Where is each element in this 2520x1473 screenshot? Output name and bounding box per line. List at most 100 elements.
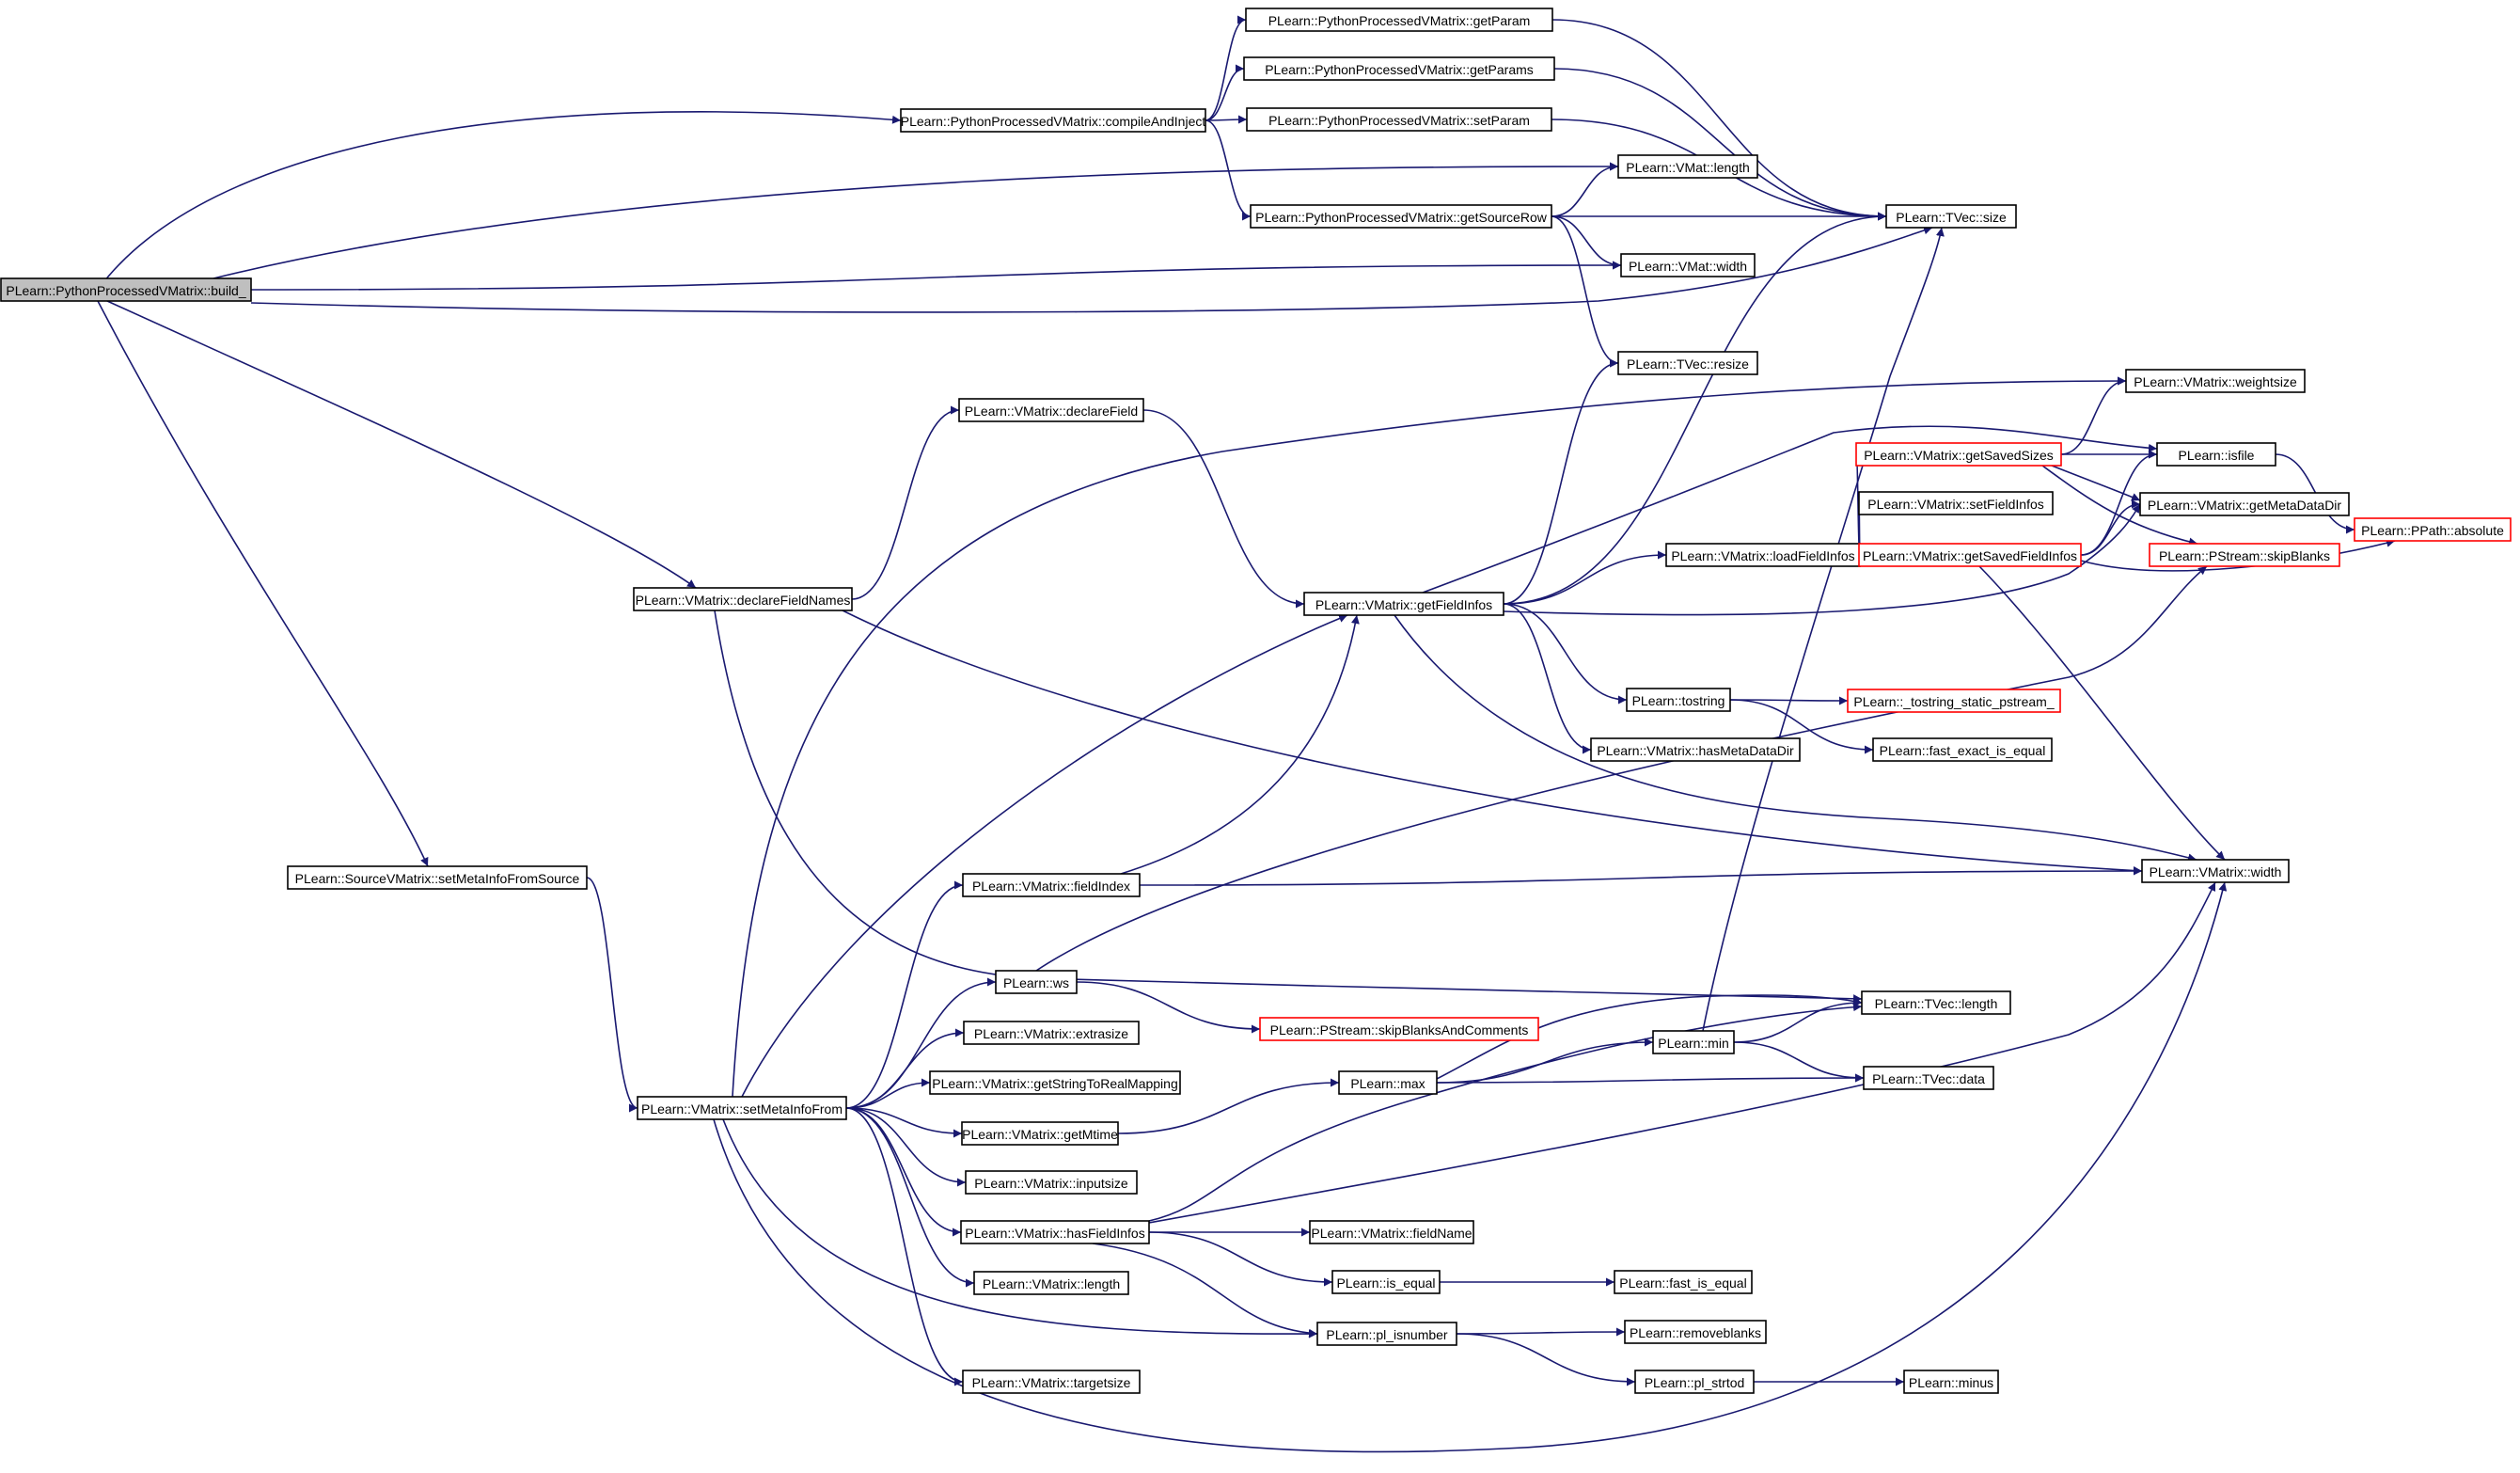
node-setParam[interactable]: PLearn::PythonProcessedVMatrix::setParam	[1246, 107, 1552, 132]
node-inputsize[interactable]: PLearn::VMatrix::inputsize	[965, 1170, 1138, 1195]
node-skipBlanks[interactable]: PLearn::PStream::skipBlanks	[2149, 543, 2340, 567]
node-absolute[interactable]: PLearn::PPath::absolute	[2354, 517, 2512, 542]
edge-getFieldInfos-to-getMetaDataDir	[1503, 503, 2141, 616]
node-tostring[interactable]: PLearn::tostring	[1626, 688, 1731, 712]
node-box	[0, 277, 252, 302]
node-getSavedFieldInfos[interactable]: PLearn::VMatrix::getSavedFieldInfos	[1858, 543, 2082, 567]
node-fastExact[interactable]: PLearn::fast_exact_is_equal	[1872, 737, 2053, 762]
node-label: PLearn::TVec::data	[1872, 1071, 1985, 1086]
node-removeblanks[interactable]: PLearn::removeblanks	[1624, 1320, 1767, 1344]
node-tostringStatic[interactable]: PLearn::_tostring_static_pstream_	[1847, 689, 2061, 713]
node-tvecResize[interactable]: PLearn::TVec::resize	[1617, 351, 1758, 375]
node-hasMetaDataDir[interactable]: PLearn::VMatrix::hasMetaDataDir	[1590, 737, 1801, 762]
node-label: PLearn::PythonProcessedVMatrix::getParam	[1268, 13, 1531, 28]
node-label: PLearn::min	[1658, 1036, 1728, 1051]
node-declareField[interactable]: PLearn::VMatrix::declareField	[958, 398, 1144, 422]
node-skipBlanksComments[interactable]: PLearn::PStream::skipBlanksAndComments	[1259, 1017, 1539, 1041]
node-vmatLength[interactable]: PLearn::VMat::length	[1617, 154, 1758, 179]
edge-getSourceRow-to-tvecResize	[1551, 215, 1619, 368]
node-getFieldInfos[interactable]: PLearn::VMatrix::getFieldInfos	[1303, 592, 1504, 616]
node-minus[interactable]: PLearn::minus	[1903, 1370, 1999, 1394]
edge-fieldIndex-to-getFieldInfos	[1120, 614, 1360, 875]
node-tvecSize[interactable]: PLearn::TVec::size	[1885, 204, 2017, 229]
node-box	[1863, 1066, 1994, 1090]
node-box	[2139, 492, 2350, 516]
node-declareFieldNames[interactable]: PLearn::VMatrix::declareFieldNames	[633, 587, 853, 611]
node-setFieldInfos[interactable]: PLearn::VMatrix::setFieldInfos	[1858, 491, 2054, 515]
node-tvecLength[interactable]: PLearn::TVec::length	[1861, 990, 2011, 1015]
node-getMtime[interactable]: PLearn::VMatrix::getMtime	[961, 1121, 1119, 1146]
node-box	[2125, 369, 2306, 393]
node-label: PLearn::VMatrix::getSavedSizes	[1864, 448, 2054, 463]
node-label: PLearn::pl_strtod	[1645, 1375, 1745, 1390]
node-label: PLearn::removeblanks	[1630, 1325, 1761, 1340]
node-box	[900, 108, 1206, 133]
edge-getSavedFieldInfos-to-vmatrixWidth	[1978, 565, 2226, 861]
edge-getFieldInfos-to-tostring	[1503, 603, 1628, 705]
node-isfile[interactable]: PLearn::isfile	[2156, 442, 2276, 467]
node-label: PLearn::VMatrix::hasFieldInfos	[965, 1226, 1144, 1241]
node-box	[929, 1070, 1181, 1095]
node-fieldIndex[interactable]: PLearn::VMatrix::fieldIndex	[962, 873, 1141, 897]
node-getMetaDataDir[interactable]: PLearn::VMatrix::getMetaDataDir	[2139, 492, 2350, 516]
node-fastIsEqual[interactable]: PLearn::fast_is_equal	[1614, 1270, 1753, 1294]
node-label: PLearn::VMatrix::length	[983, 1276, 1120, 1291]
node-label: PLearn::_tostring_static_pstream_	[1853, 694, 2054, 709]
edge-getSavedSizes-to-skipBlanks	[2041, 465, 2198, 546]
node-label: PLearn::VMatrix::fieldIndex	[972, 879, 1130, 894]
node-isEqual[interactable]: PLearn::is_equal	[1331, 1270, 1441, 1294]
node-label: PLearn::PythonProcessedVMatrix::build_	[6, 283, 245, 298]
node-getParam[interactable]: PLearn::PythonProcessedVMatrix::getParam	[1245, 8, 1553, 32]
node-tvecData[interactable]: PLearn::TVec::data	[1863, 1066, 1994, 1090]
node-box	[1624, 1320, 1767, 1344]
node-box	[2149, 543, 2340, 567]
node-sourceSetMeta[interactable]: PLearn::SourceVMatrix::setMetaInfoFromSo…	[287, 865, 588, 890]
edge-build-to-vmatLength	[213, 162, 1619, 279]
node-label: PLearn::PythonProcessedVMatrix::getParam…	[1265, 62, 1534, 77]
node-plStrtod[interactable]: PLearn::pl_strtod	[1634, 1370, 1755, 1394]
node-vmatrixLength[interactable]: PLearn::VMatrix::length	[973, 1271, 1129, 1295]
node-label: PLearn::VMat::length	[1626, 160, 1750, 175]
node-min[interactable]: PLearn::min	[1652, 1030, 1735, 1054]
edge-getParam-to-tvecSize	[1551, 19, 1887, 221]
node-label: PLearn::minus	[1909, 1375, 1993, 1390]
node-vmatrixWidth[interactable]: PLearn::VMatrix::width	[2141, 859, 2290, 883]
node-targetsize[interactable]: PLearn::VMatrix::targetsize	[962, 1370, 1141, 1394]
node-box	[287, 865, 588, 890]
edge-setMetaInfoFrom-to-getFieldInfos	[741, 614, 1348, 1098]
node-label: PLearn::VMatrix::width	[2150, 864, 2282, 879]
node-getSavedSizes[interactable]: PLearn::VMatrix::getSavedSizes	[1855, 442, 2062, 467]
edge-getParams-to-tvecSize	[1553, 68, 1887, 221]
node-box	[1872, 737, 2053, 762]
node-label: PLearn::PythonProcessedVMatrix::setParam	[1268, 113, 1530, 128]
node-box	[965, 1170, 1138, 1195]
node-fieldName[interactable]: PLearn::VMatrix::fieldName	[1309, 1220, 1474, 1244]
node-ws[interactable]: PLearn::ws	[995, 970, 1078, 994]
node-getStringToReal[interactable]: PLearn::VMatrix::getStringToRealMapping	[929, 1070, 1181, 1095]
node-box	[963, 1021, 1140, 1045]
node-max[interactable]: PLearn::max	[1338, 1070, 1438, 1095]
node-label: PLearn::VMatrix::getFieldInfos	[1315, 597, 1492, 612]
node-compile[interactable]: PLearn::PythonProcessedVMatrix::compileA…	[900, 108, 1206, 133]
node-build[interactable]: PLearn::PythonProcessedVMatrix::build_	[0, 277, 252, 302]
node-label: PLearn::VMatrix::inputsize	[974, 1176, 1128, 1191]
node-extrasize[interactable]: PLearn::VMatrix::extrasize	[963, 1021, 1140, 1045]
node-getSourceRow[interactable]: PLearn::PythonProcessedVMatrix::getSourc…	[1250, 204, 1552, 229]
node-label: PLearn::VMatrix::extrasize	[974, 1026, 1128, 1041]
edge-getFieldInfos-to-tvecSize	[1503, 212, 1887, 605]
node-box	[962, 873, 1141, 897]
node-loadFieldInfos[interactable]: PLearn::VMatrix::loadFieldInfos	[1665, 543, 1861, 567]
node-plIsnumber[interactable]: PLearn::pl_isnumber	[1316, 1322, 1457, 1346]
node-box	[1338, 1070, 1438, 1095]
edge-max-to-tvecLength	[1436, 994, 1863, 1080]
node-hasFieldInfos[interactable]: PLearn::VMatrix::hasFieldInfos	[960, 1220, 1150, 1244]
edge-build-to-tvecSize	[250, 226, 1933, 313]
node-box	[1246, 107, 1552, 132]
node-vmatWidth[interactable]: PLearn::VMat::width	[1620, 253, 1756, 277]
node-box	[2354, 517, 2512, 542]
node-getParams[interactable]: PLearn::PythonProcessedVMatrix::getParam…	[1243, 56, 1555, 81]
node-label: PLearn::VMatrix::getMtime	[962, 1127, 1118, 1142]
node-weightsize[interactable]: PLearn::VMatrix::weightsize	[2125, 369, 2306, 393]
node-setMetaInfoFrom[interactable]: PLearn::VMatrix::setMetaInfoFrom	[637, 1096, 847, 1120]
edge-compile-to-getSourceRow	[1205, 119, 1252, 221]
